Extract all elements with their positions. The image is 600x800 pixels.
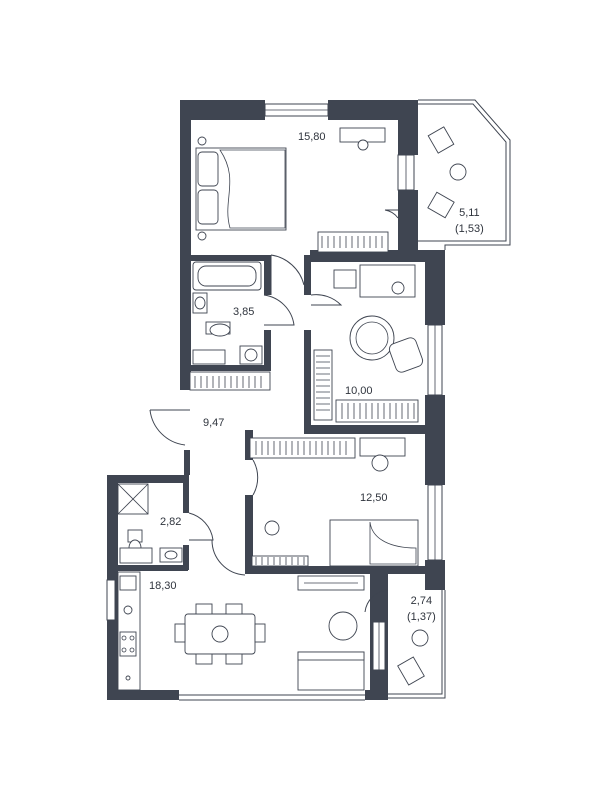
doors — [149, 209, 399, 613]
outlines — [150, 99, 511, 701]
bedroom-lower-furniture — [249, 437, 419, 567]
area-sub-value: (1,37) — [407, 611, 436, 623]
area-label-balcony-bottom: 2,74 (1,37) — [407, 593, 436, 625]
bedroom-top-furniture — [195, 127, 389, 253]
bathroom-furniture — [189, 261, 271, 391]
area-value: 18,30 — [149, 580, 177, 592]
area-value: 15,80 — [298, 131, 326, 143]
area-value: 2,74 — [410, 595, 433, 607]
area-value: 12,50 — [360, 492, 388, 504]
area-label-bathroom: 3,85 — [233, 304, 254, 320]
area-label-toilet: 2,82 — [160, 514, 181, 530]
area-value: 9,47 — [203, 417, 225, 429]
kitchen-living-furniture — [117, 571, 365, 691]
area-value: 10,00 — [345, 385, 373, 397]
toilet-furniture — [117, 483, 183, 564]
area-label-kitchen-living: 18,30 — [149, 578, 177, 594]
windows — [106, 103, 443, 671]
area-value: 2,82 — [160, 516, 182, 528]
area-label-bedroom-top: 15,80 — [298, 129, 326, 145]
area-label-bedroom-lower: 12,50 — [360, 490, 388, 506]
area-label-hall: 9,47 — [203, 415, 224, 431]
area-label-bedroom-middle: 10,00 — [345, 383, 373, 399]
area-sub-value: (1,53) — [455, 223, 484, 235]
bedroom-middle-furniture — [313, 264, 424, 423]
balcony-top-furniture — [427, 126, 467, 219]
area-label-balcony-top: 5,11 (1,53) — [455, 205, 484, 237]
area-value: 5,11 — [459, 207, 480, 219]
area-value: 3,85 — [233, 306, 255, 318]
balcony-bottom-furniture — [397, 629, 429, 686]
